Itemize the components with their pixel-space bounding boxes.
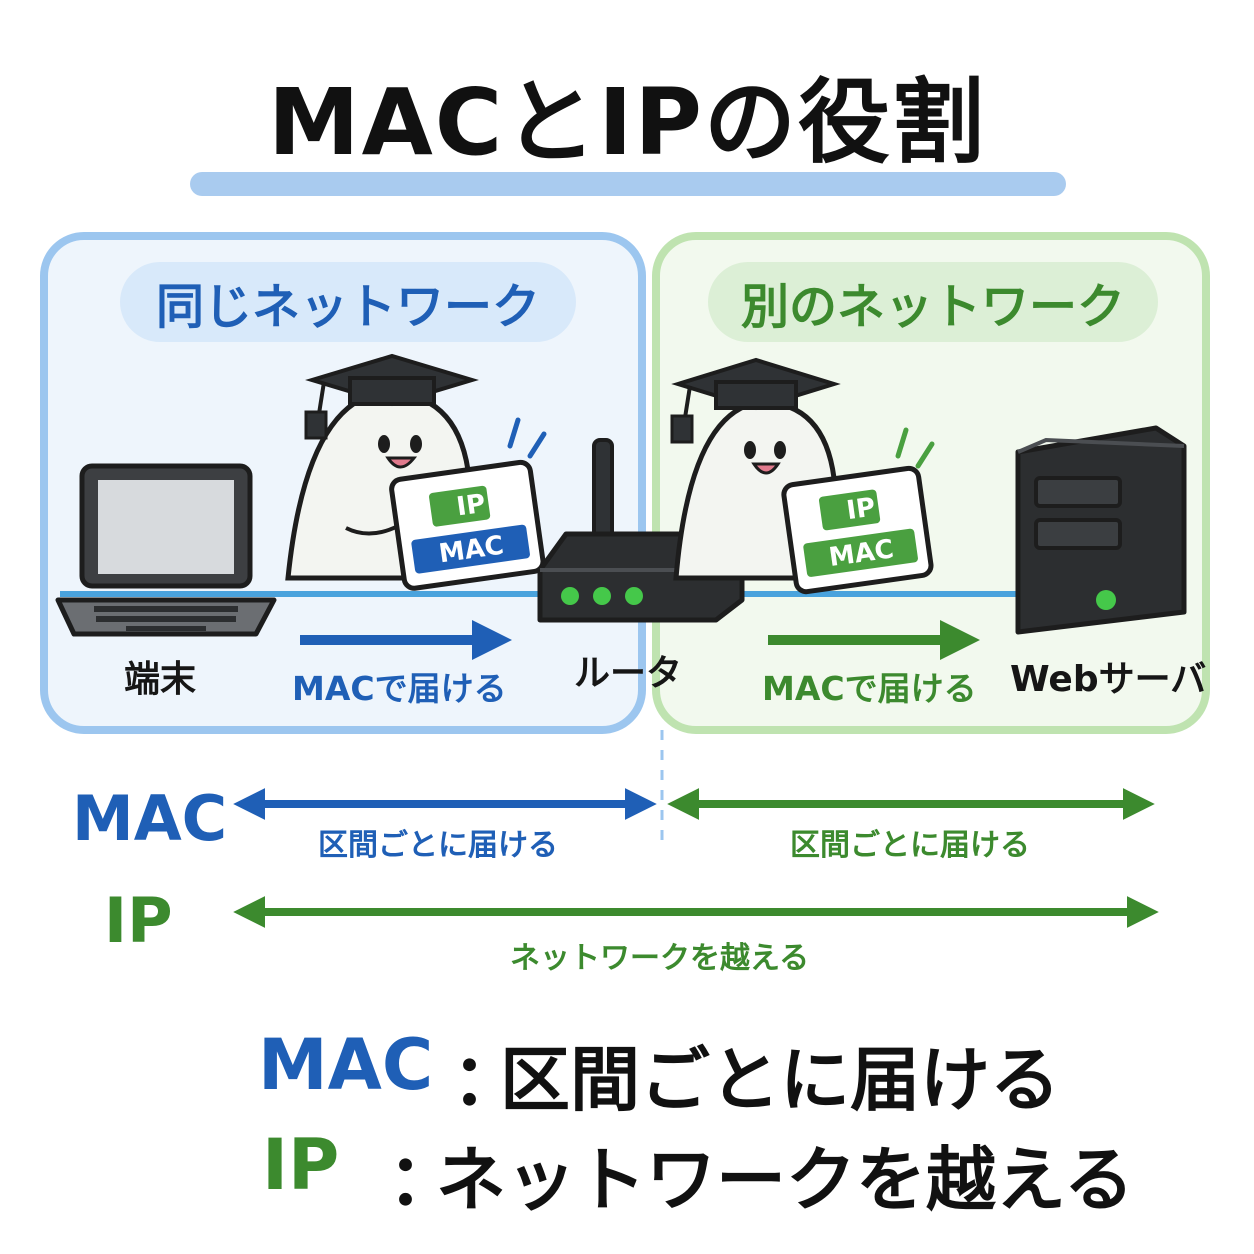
laptop-icon bbox=[55, 463, 277, 637]
flow-label-left: MACで届ける bbox=[292, 669, 507, 708]
mac-span-label-left: 区間ごとに届ける bbox=[318, 828, 558, 863]
device-label-router: ルータ bbox=[574, 653, 683, 694]
summary-ip-colon: ： bbox=[388, 1139, 458, 1221]
address-card-right bbox=[781, 465, 934, 595]
card-right-ip: IP bbox=[845, 492, 878, 526]
summary-ip-value: ネットワークを越える bbox=[436, 1139, 1134, 1221]
server-icon bbox=[1015, 425, 1187, 635]
summary-ip-key: IP bbox=[262, 1124, 340, 1206]
title-underline bbox=[190, 172, 1066, 196]
summary-mac-value: 区間ごとに届ける bbox=[500, 1039, 1060, 1121]
summary-mac-colon: ： bbox=[452, 1039, 522, 1121]
card-left-ip: IP bbox=[455, 489, 488, 523]
summary-mac-key: MAC bbox=[258, 1024, 434, 1106]
device-label-terminal: 端末 bbox=[124, 659, 197, 700]
zone-same-network-label: 同じネットワーク bbox=[120, 262, 576, 342]
mac-span-label-right: 区間ごとに届ける bbox=[790, 828, 1030, 863]
row-label-ip: IP bbox=[104, 884, 173, 957]
row-label-mac: MAC bbox=[72, 782, 228, 855]
flow-label-right: MACで届ける bbox=[762, 669, 977, 708]
address-card-left bbox=[389, 459, 546, 591]
page-title: MACとIPの役割 bbox=[268, 69, 986, 176]
ip-span-label: ネットワークを越える bbox=[510, 941, 810, 976]
device-label-server: Webサーバ bbox=[1010, 659, 1207, 700]
zone-other-network-label: 別のネットワーク bbox=[708, 262, 1158, 342]
